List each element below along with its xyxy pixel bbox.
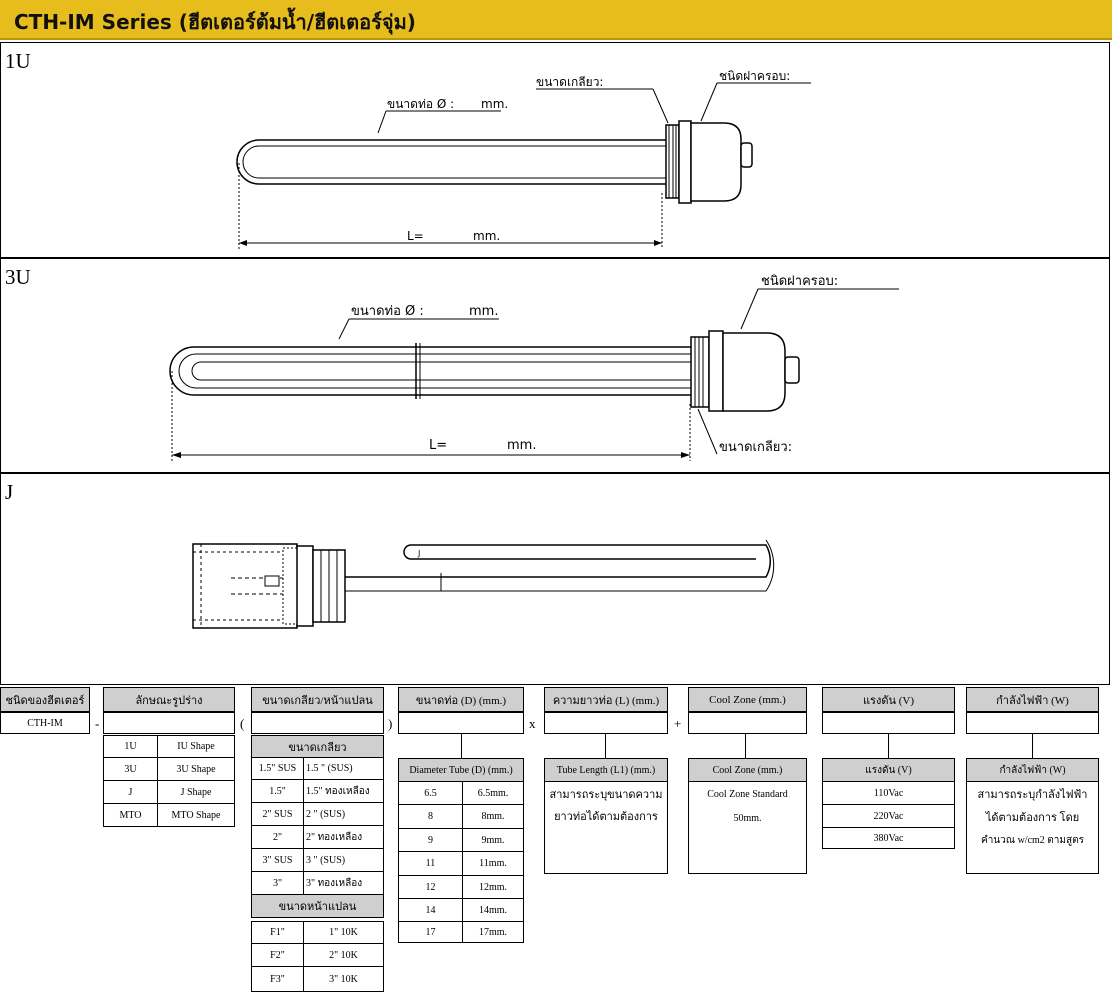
length-info-line1: สามารถระบุขนาดความ	[549, 789, 663, 801]
power-info-title: กำลังไฟฟ้า (W)	[966, 758, 1099, 782]
thread-desc-6: 3" ทองเหลือง	[303, 871, 384, 895]
tube-title: Diameter Tube (D) (mm.)	[398, 758, 524, 782]
shape-code-2: 3U	[103, 757, 158, 781]
thread-code-6: 3"	[251, 871, 304, 895]
thread-code-4: 2"	[251, 825, 304, 849]
panel-j: J J	[0, 473, 1110, 685]
shape-desc-4: MTO Shape	[157, 803, 235, 827]
panel-label: 3U	[5, 265, 31, 289]
sep-dash: -	[95, 716, 100, 731]
thread-title: ขนาดเกลียว	[251, 735, 384, 758]
type-value: CTH-IM	[0, 712, 90, 734]
tube-code-3: 9	[398, 828, 463, 852]
length-info-body: สามารถระบุขนาดความ ยาวท่อได้ตามต้องการ	[544, 781, 668, 874]
thread-desc-1: 1.5 " (SUS)	[303, 757, 384, 780]
title-bar: CTH-IM Series (ฮีตเตอร์ต้มน้ำ/ฮีตเตอร์จุ…	[0, 0, 1112, 40]
panel-1u: 1U ขนาดท่อ Ø : mm. ขนาดเกลียว: ชนิดฝาครอ…	[0, 42, 1110, 258]
thread-desc-5: 3 " (SUS)	[303, 848, 384, 872]
cool-info-line1: Cool Zone Standard	[707, 789, 788, 800]
cool-connector	[745, 734, 746, 758]
sep-close: )	[388, 716, 393, 731]
shape-desc-3: J Shape	[157, 780, 235, 804]
shape-code-3: J	[103, 780, 158, 804]
thread-code-2: 1.5"	[251, 779, 304, 803]
tube-desc-2: 8mm.	[462, 804, 524, 829]
flange-code-2: F2"	[251, 943, 304, 967]
sep-plus: +	[674, 716, 682, 731]
tube-desc-7: 17mm.	[462, 921, 524, 943]
cool-info-title: Cool Zone (mm.)	[688, 758, 807, 782]
flange-code-1: F1"	[251, 921, 304, 944]
shape-input[interactable]	[103, 712, 235, 734]
cool-info-line2: 50mm.	[733, 813, 762, 824]
voltage-input[interactable]	[822, 712, 955, 734]
thread-desc-4: 2" ทองเหลือง	[303, 825, 384, 849]
type-value-text: CTH-IM	[27, 717, 63, 729]
type-header: ชนิดของฮีตเตอร์	[0, 687, 90, 712]
voltage-option-3: 380Vac	[822, 827, 955, 849]
voltage-connector	[888, 734, 889, 758]
cool-input[interactable]	[688, 712, 807, 734]
panel-3u: 3U ขนาดท่อ Ø : mm. ชนิดฝาครอบ: L= mm. ขน…	[0, 258, 1110, 473]
voltage-info-title: แรงดัน (V)	[822, 758, 955, 782]
thread-desc-2: 1.5" ทองเหลือง	[303, 779, 384, 803]
tube-code-4: 11	[398, 851, 463, 876]
power-connector	[1032, 734, 1033, 758]
panel-label: 1U	[5, 49, 31, 73]
flange-code-3: F3"	[251, 966, 304, 992]
power-info-line1: สามารถระบุกำลังไฟฟ้า	[977, 789, 1088, 801]
thread-header: ขนาดเกลียว/หน้าแปลน	[251, 687, 384, 712]
page-title: CTH-IM Series (ฮีตเตอร์ต้มน้ำ/ฮีตเตอร์จุ…	[14, 10, 416, 34]
length-input[interactable]	[544, 712, 668, 734]
tube-code-7: 17	[398, 921, 463, 943]
power-info-body: สามารถระบุกำลังไฟฟ้า ได้ตามต้องการ โดย ค…	[966, 781, 1099, 874]
flange-desc-2: 2" 10K	[303, 943, 384, 967]
flange-desc-1: 1" 10K	[303, 921, 384, 944]
voltage-option-2: 220Vac	[822, 804, 955, 828]
tube-code-6: 14	[398, 898, 463, 922]
thread-code-3: 2" SUS	[251, 802, 304, 826]
shape-code-1: 1U	[103, 735, 158, 758]
tube-code-1: 6.5	[398, 781, 463, 805]
flange-desc-3: 3" 10K	[303, 966, 384, 992]
length-connector	[605, 734, 606, 758]
tube-desc-6: 14mm.	[462, 898, 524, 922]
drawing-1u	[236, 82, 811, 249]
shape-desc-1: IU Shape	[157, 735, 235, 758]
thread-desc-3: 2 " (SUS)	[303, 802, 384, 826]
tube-desc-5: 12mm.	[462, 875, 524, 899]
thread-code-5: 3" SUS	[251, 848, 304, 872]
tube-header: ขนาดท่อ (D) (mm.)	[398, 687, 524, 712]
sep-x: x	[529, 716, 536, 731]
voltage-option-1: 110Vac	[822, 781, 955, 805]
tube-desc-3: 9mm.	[462, 828, 524, 852]
shape-header: ลักษณะรูปร่าง	[103, 687, 235, 712]
tube-connector	[461, 734, 462, 758]
tube-code-2: 8	[398, 804, 463, 829]
length-header: ความยาวท่อ (L) (mm.)	[544, 687, 668, 712]
tube-desc-4: 11mm.	[462, 851, 524, 876]
power-header: กำลังไฟฟ้า (W)	[966, 687, 1099, 712]
drawing-j	[192, 539, 775, 629]
tube-desc-1: 6.5mm.	[462, 781, 524, 805]
shape-desc-2: 3U Shape	[157, 757, 235, 781]
tube-code-5: 12	[398, 875, 463, 899]
cool-info-body: Cool Zone Standard 50mm.	[688, 781, 807, 874]
cool-header: Cool Zone (mm.)	[688, 687, 807, 712]
length-info-title: Tube Length (L1) (mm.)	[544, 758, 668, 782]
length-info-line2: ยาวท่อได้ตามต้องการ	[554, 811, 658, 823]
thread-code-1: 1.5" SUS	[251, 757, 304, 780]
panel-label: J	[5, 480, 14, 504]
drawing-3u	[169, 288, 899, 461]
shape-code-4: MTO	[103, 803, 158, 827]
power-info-line3: คำนวณ w/cm2 ตามสูตร	[981, 835, 1084, 846]
thread-input[interactable]	[251, 712, 384, 734]
power-info-line2: ได้ตามต้องการ โดย	[985, 812, 1080, 824]
sep-open: (	[240, 716, 245, 731]
power-input[interactable]	[966, 712, 1099, 734]
voltage-header: แรงดัน (V)	[822, 687, 955, 712]
tube-input[interactable]	[398, 712, 524, 734]
flange-title: ขนาดหน้าแปลน	[251, 894, 384, 918]
